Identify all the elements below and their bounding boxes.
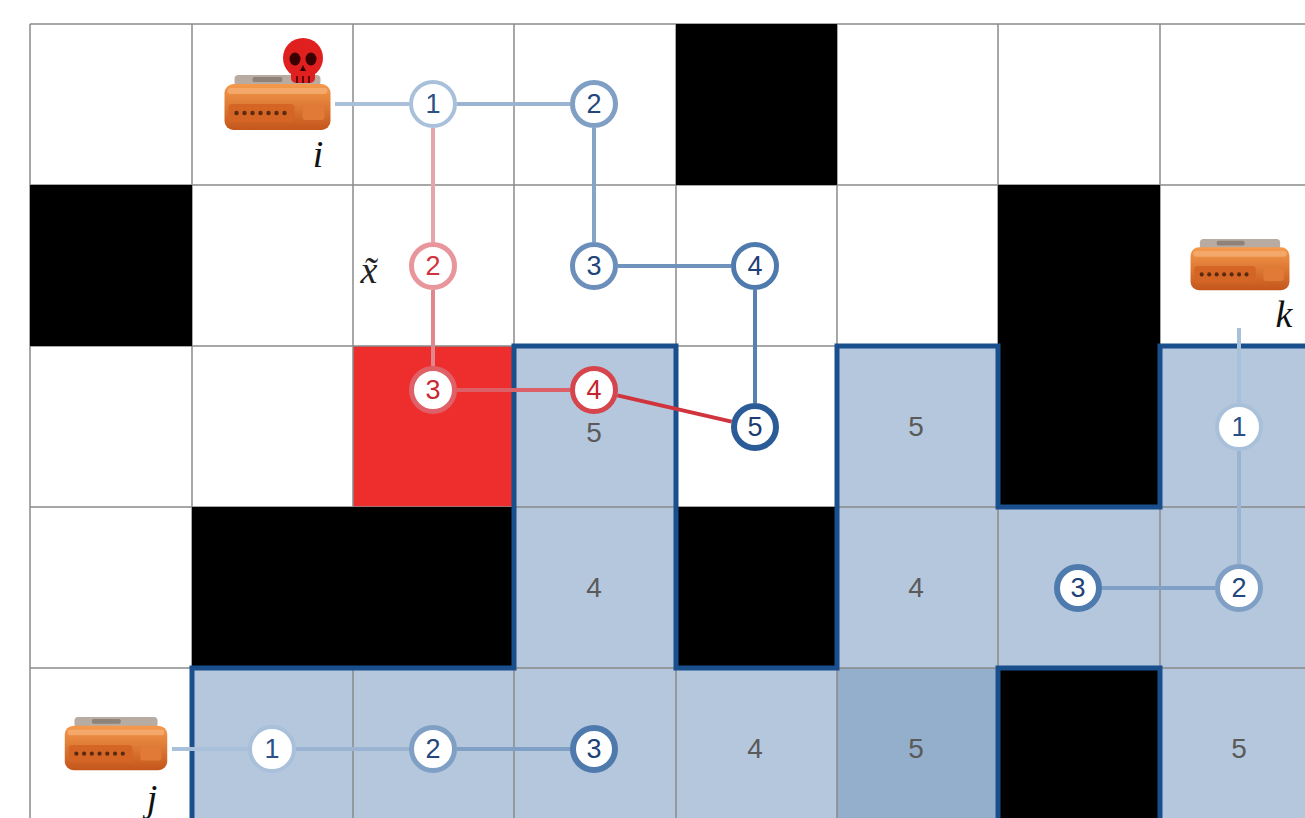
- step-number: 3: [586, 736, 601, 763]
- robot-label: j: [147, 779, 158, 817]
- step-number: 1: [1231, 414, 1246, 441]
- robot-label: k: [1276, 295, 1293, 333]
- skull-icon: [283, 38, 323, 83]
- step-number: 4: [747, 253, 762, 280]
- robot-i: [225, 75, 331, 130]
- cost-number: 5: [908, 735, 924, 763]
- path-connector: [296, 747, 409, 751]
- obstacles: [30, 24, 1160, 818]
- cost-number: 4: [747, 735, 763, 763]
- path-connector: [457, 747, 570, 751]
- path-step: 1: [1215, 403, 1263, 451]
- cost-number: 5: [586, 419, 602, 447]
- step-number: 2: [1231, 575, 1246, 602]
- path-connector: [1102, 586, 1215, 590]
- step-number: 2: [586, 91, 601, 118]
- step-number: 3: [1070, 575, 1085, 602]
- conflict-step: 2: [409, 242, 457, 290]
- path-step: 3: [570, 242, 618, 290]
- path-connector: [618, 264, 731, 268]
- cost-number: 4: [908, 574, 924, 602]
- path-connector: [431, 128, 435, 242]
- grid-lines: [30, 24, 1305, 818]
- step-number: 2: [425, 736, 440, 763]
- path-step: 1: [409, 80, 457, 128]
- path-step: 2: [570, 80, 618, 128]
- path-step: 5: [731, 403, 779, 451]
- path-connector: [457, 102, 570, 106]
- robot-label: i: [313, 135, 324, 173]
- robot-leader-lines: [172, 104, 1239, 749]
- step-number: 4: [586, 377, 601, 404]
- path-connector: [431, 290, 435, 366]
- robot-j: [65, 717, 167, 770]
- cost-number: 4: [586, 574, 602, 602]
- region-outline: [192, 346, 1305, 818]
- step-number: 3: [425, 377, 440, 404]
- path-step: 2: [409, 725, 457, 773]
- path-connector: [617, 395, 731, 421]
- path-connector: [457, 388, 570, 392]
- step-number: 3: [586, 253, 601, 280]
- path-connector: [1237, 451, 1241, 564]
- step-number: 1: [425, 91, 440, 118]
- path-step: 3: [1054, 564, 1102, 612]
- robot-k: [1191, 239, 1290, 290]
- path-connector: [592, 128, 596, 242]
- state-label: x̃: [361, 251, 378, 289]
- conflict-step: 3: [409, 366, 457, 414]
- free-region: [192, 346, 1305, 818]
- step-number: 2: [425, 253, 440, 280]
- path-connector: [753, 290, 757, 403]
- path-step: 4: [731, 242, 779, 290]
- path-step: 2: [1215, 564, 1263, 612]
- collision-cell: [353, 346, 514, 507]
- conflict-step: 4: [570, 366, 618, 414]
- step-number: 5: [747, 414, 762, 441]
- step-number: 1: [264, 736, 279, 763]
- path-step: 1: [248, 725, 296, 773]
- cost-number: 5: [1231, 735, 1247, 763]
- path-step: 3: [570, 725, 618, 773]
- cost-number: 5: [908, 413, 924, 441]
